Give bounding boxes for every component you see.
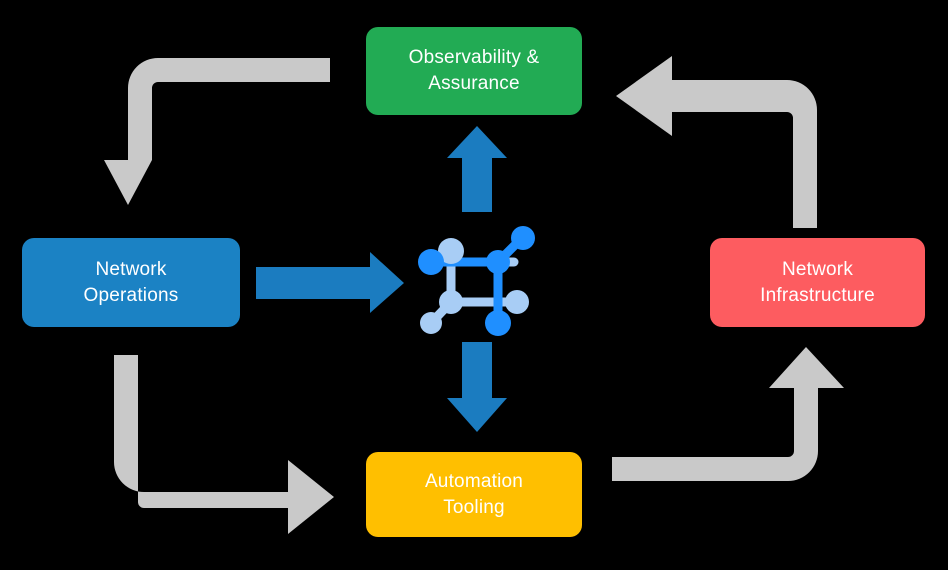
arrow-operations-to-center (256, 252, 404, 313)
arrow-observability-to-operations (104, 58, 330, 205)
node-label-network-operations: Network Operations (83, 258, 179, 306)
node-network-operations[interactable]: Network Operations (22, 238, 240, 327)
arrow-automation-to-infrastructure (612, 347, 844, 481)
arrow-operations-to-automation (114, 355, 334, 534)
network-topology-icon (418, 226, 535, 336)
arrow-center-to-automation (447, 342, 507, 432)
topology-nodes-secondary (420, 238, 529, 334)
node-label-network-infrastructure: Network Infrastructure (760, 258, 875, 306)
node-automation-tooling[interactable]: Automation Tooling (366, 452, 582, 537)
topology-nodes-primary (418, 226, 535, 336)
node-observability-assurance[interactable]: Observability & Assurance (366, 27, 582, 115)
arrow-infrastructure-to-observability (616, 56, 817, 228)
node-network-infrastructure[interactable]: Network Infrastructure (710, 238, 925, 327)
node-label-automation-tooling: Automation Tooling (424, 470, 524, 518)
node-label-observability: Observability & Assurance (408, 47, 540, 94)
arrow-center-to-observability (447, 126, 507, 212)
